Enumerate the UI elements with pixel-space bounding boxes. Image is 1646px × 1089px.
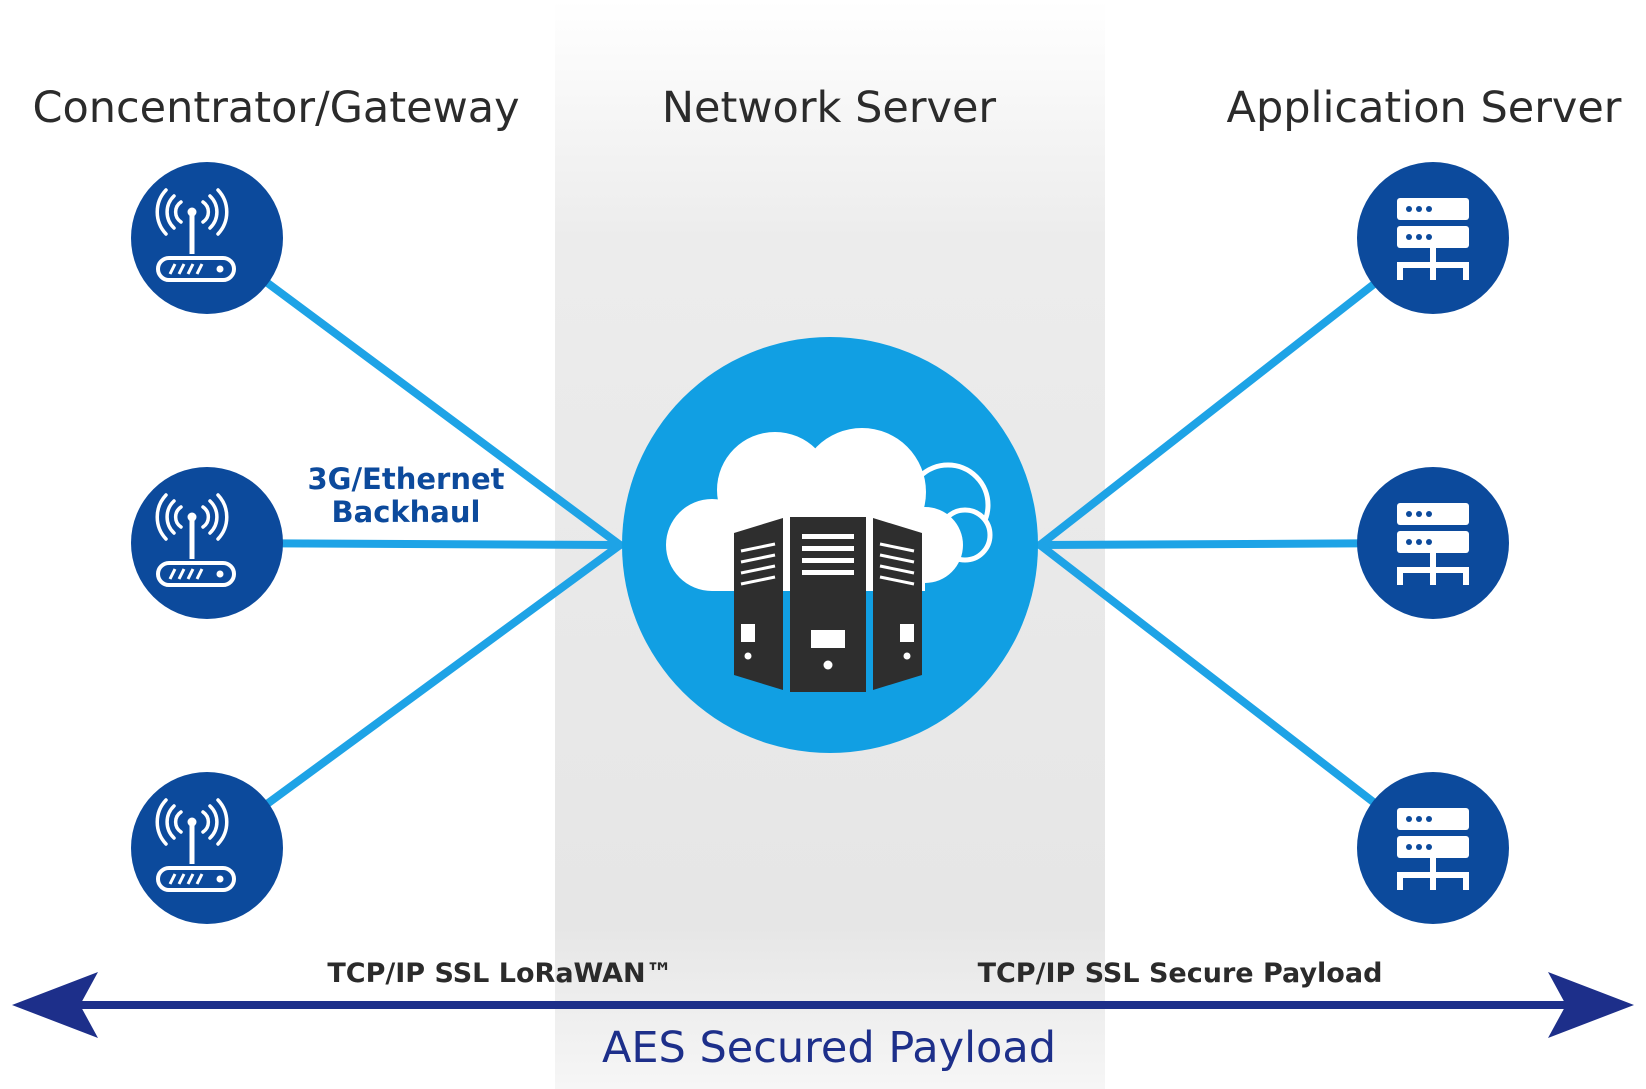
aes-payload-label: AES Secured Payload xyxy=(602,1023,1056,1073)
gateway-node-circle xyxy=(131,162,283,314)
backhaul-label-line1: 3G/Ethernet xyxy=(307,462,504,496)
server-rack-left xyxy=(734,518,783,690)
gateway-node-1 xyxy=(131,162,283,314)
protocol-label-left: TCP/IP SSL LoRaWAN™ xyxy=(327,958,672,989)
gateway-node-circle xyxy=(131,772,283,924)
gateway-node-3 xyxy=(131,772,283,924)
application-server-node-3 xyxy=(1357,772,1509,924)
backhaul-label-line2: Backhaul xyxy=(332,495,481,529)
application-server-node-2 xyxy=(1357,467,1509,619)
link-gateway-3 xyxy=(203,541,624,852)
application-server-node-1 xyxy=(1357,162,1509,314)
server-rack-right xyxy=(873,518,922,690)
link-app-server-3 xyxy=(1036,541,1437,852)
double-arrow-icon xyxy=(12,972,1634,1038)
link-app-server-1 xyxy=(1036,234,1437,549)
cloud-server-rack-icon xyxy=(666,428,993,692)
network-server-hub xyxy=(622,337,1038,753)
server-stack-icon xyxy=(1397,198,1469,280)
gateway-column-title: Concentrator/Gateway xyxy=(32,83,519,133)
server-stack-icon xyxy=(1397,808,1469,890)
link-gateway-1 xyxy=(203,234,624,549)
connection-lines xyxy=(203,234,1437,852)
protocol-label-right: TCP/IP SSL Secure Payload xyxy=(978,958,1383,989)
gateway-node-circle xyxy=(131,467,283,619)
network-server-column-title: Network Server xyxy=(662,83,997,133)
gateway-node-2 xyxy=(131,467,283,619)
server-stack-icon xyxy=(1397,503,1469,585)
server-rack-center xyxy=(790,517,866,692)
application-server-column-title: Application Server xyxy=(1227,83,1622,133)
